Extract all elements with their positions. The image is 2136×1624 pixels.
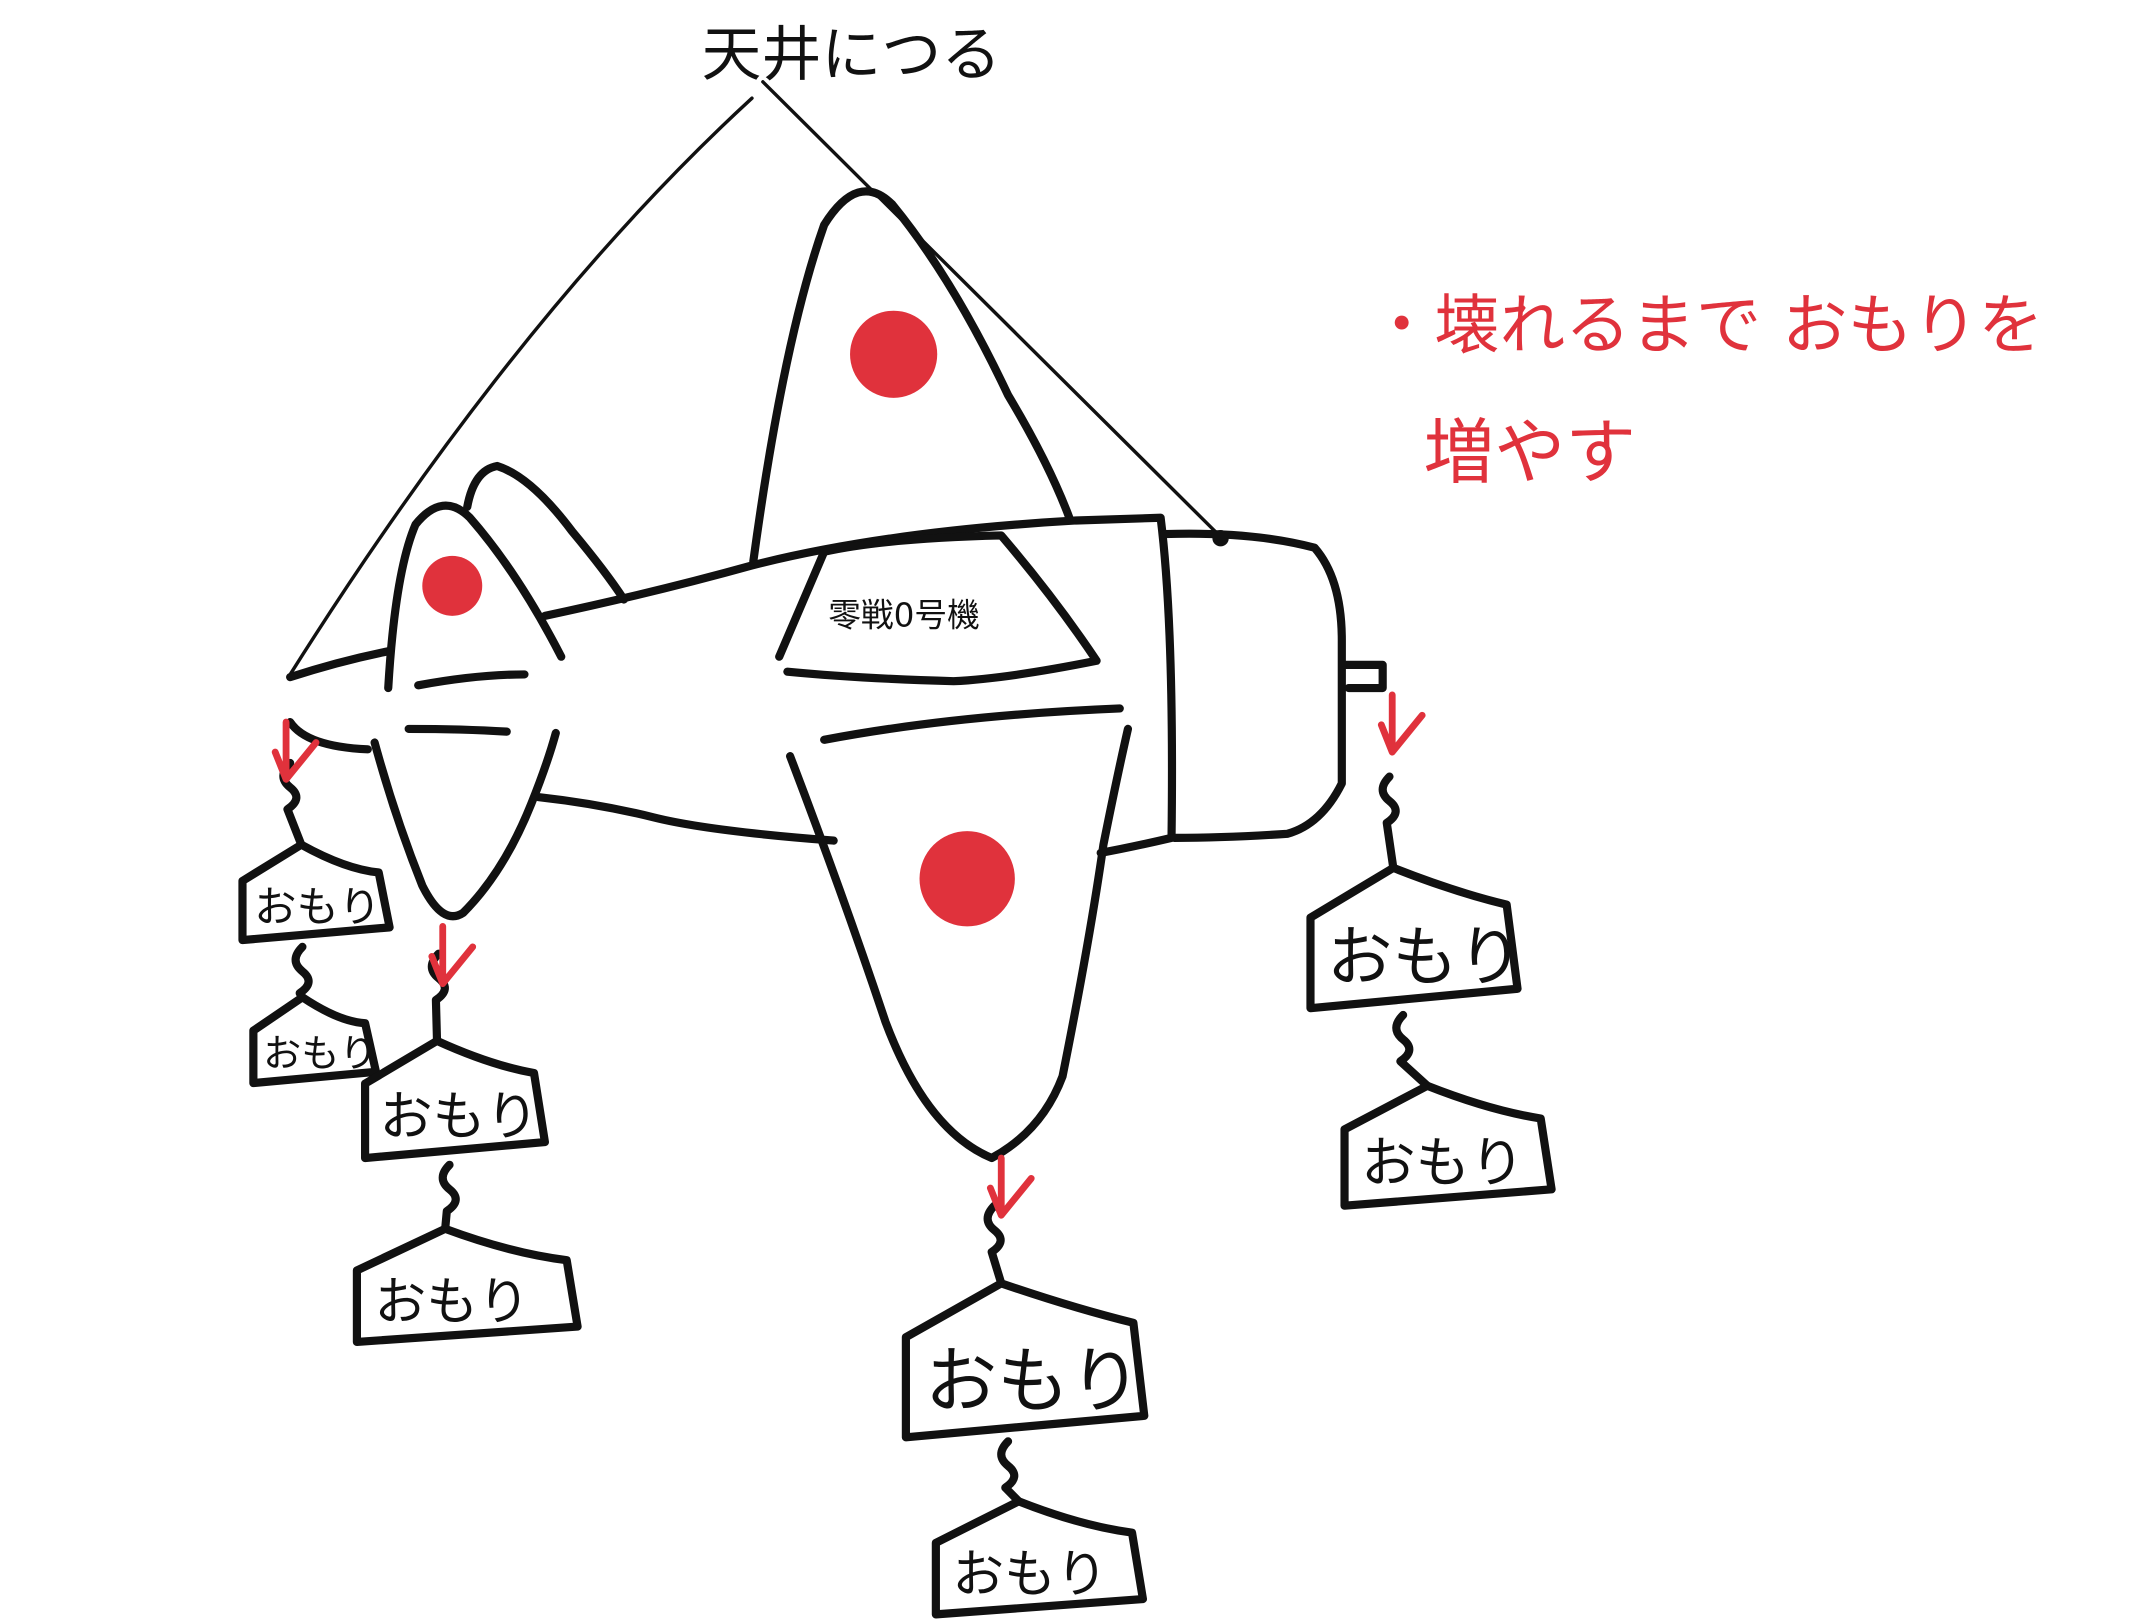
down-arrow-icon <box>271 718 320 783</box>
weight-label: おもり <box>263 1032 377 1076</box>
down-arrow-icon <box>1377 691 1426 756</box>
canopy <box>775 531 1101 686</box>
engine-cowling <box>1160 529 1346 842</box>
string-left <box>288 96 754 677</box>
fuselage <box>286 513 1177 857</box>
upper-wing <box>749 187 1074 566</box>
hinomaru-tail <box>422 555 483 616</box>
tail-stabilizer <box>370 728 560 921</box>
weight-hook <box>1392 1010 1432 1090</box>
weight-hook <box>291 942 313 1002</box>
weight-box <box>238 840 394 945</box>
string-knot <box>1212 530 1229 547</box>
weight-box <box>931 1497 1148 1619</box>
hinomaru-upper <box>850 310 938 398</box>
tail-fin-back <box>463 461 628 604</box>
weight-label: おもり <box>375 1272 530 1332</box>
weight-label: おもり <box>952 1545 1107 1605</box>
weight-box <box>352 1224 582 1346</box>
down-arrow-icon <box>428 923 477 988</box>
string-right <box>761 80 1221 538</box>
weight-box <box>901 1279 1149 1442</box>
weight-box <box>360 1036 549 1163</box>
weight-label: おもり <box>925 1340 1142 1424</box>
ceiling-label: 天井につる <box>702 20 1002 90</box>
weight-hook <box>997 1437 1023 1506</box>
hinomaru-lower <box>919 831 1015 927</box>
down-arrow-icon <box>986 1154 1035 1219</box>
lower-wing <box>786 724 1133 1163</box>
weight-label: おもり <box>1327 920 1523 996</box>
weight-box <box>1306 863 1522 1013</box>
weight-box <box>1340 1081 1556 1210</box>
weight-box <box>249 993 381 1088</box>
weight-label: おもり <box>254 882 381 931</box>
tail-fin <box>384 501 566 693</box>
note-line2: 増やす <box>1424 411 1637 494</box>
fuselage-lines <box>404 670 1124 744</box>
weight-hook <box>438 1160 460 1233</box>
weight-label: おもり <box>379 1086 538 1148</box>
weight-hook <box>1378 772 1400 872</box>
weight-label: おもり <box>1361 1131 1524 1195</box>
weight-hook <box>983 1201 1006 1288</box>
plane-label: 零戦0号機 <box>828 597 980 635</box>
note-line1: ・壊れるまで おもりを <box>1369 287 2044 363</box>
propeller-mount <box>1341 660 1387 693</box>
